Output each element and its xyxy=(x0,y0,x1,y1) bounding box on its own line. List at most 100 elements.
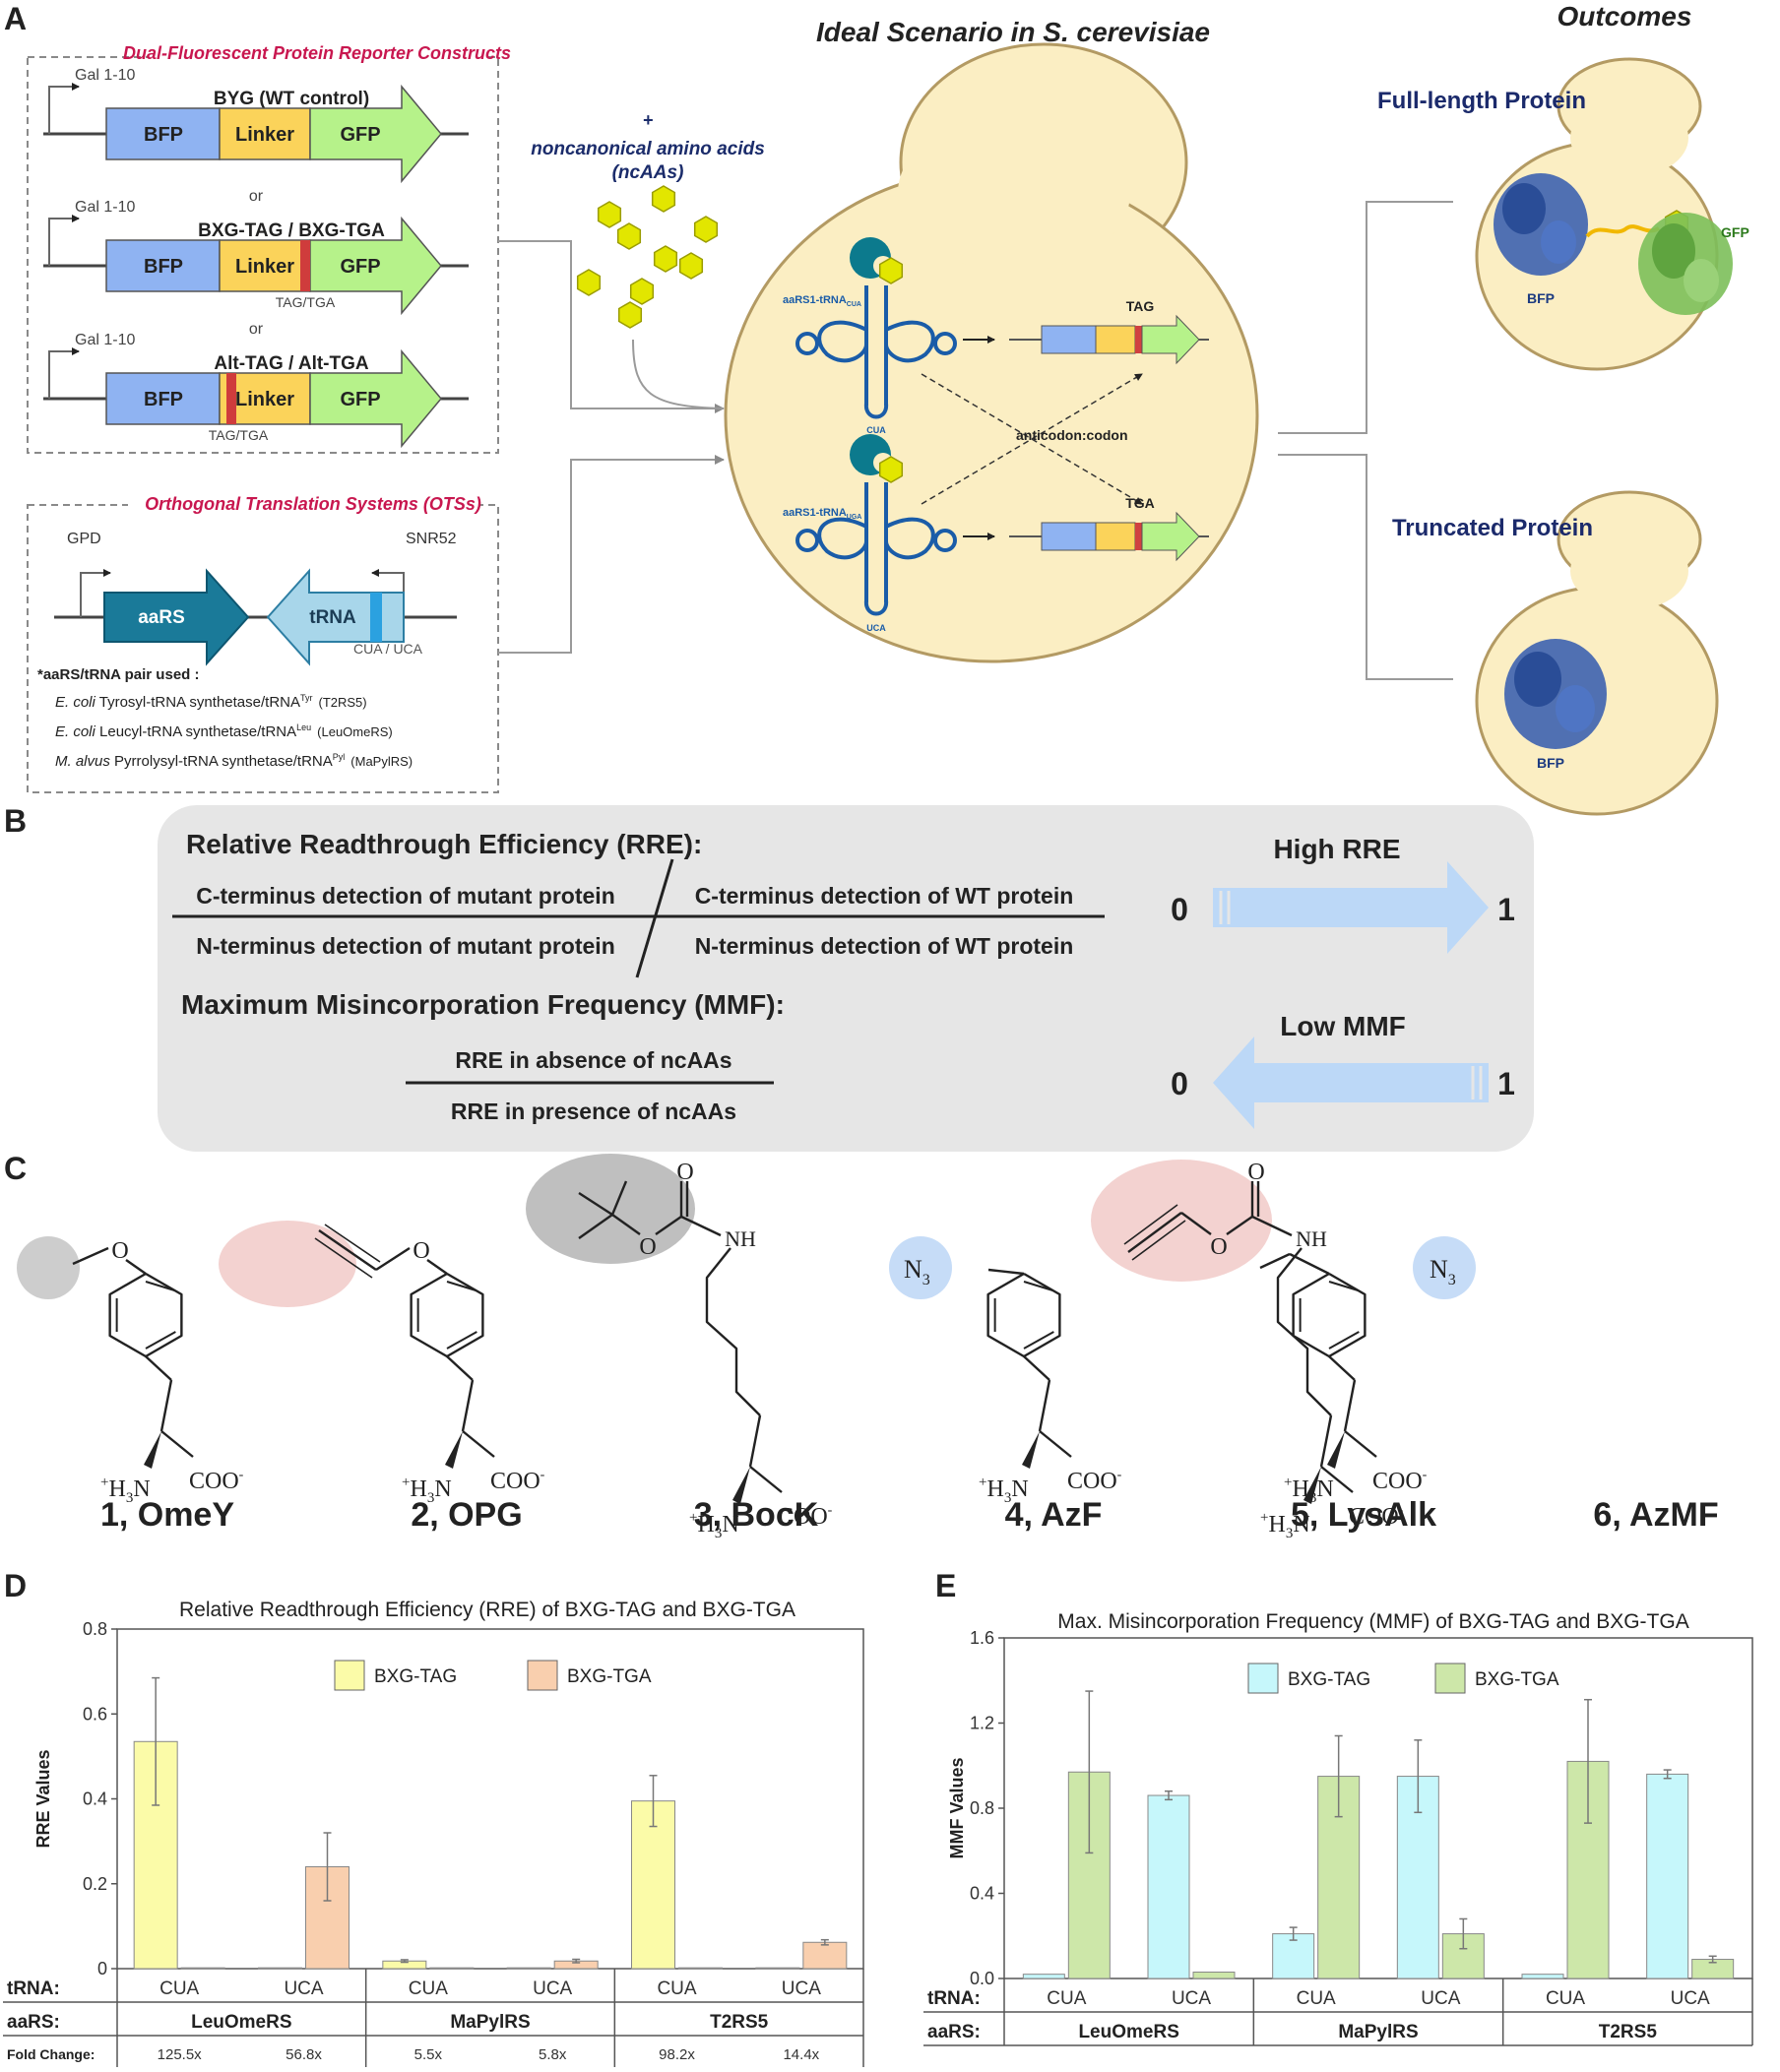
aars-cell: T2RS5 xyxy=(1599,2022,1658,2042)
nh-label: NH xyxy=(725,1226,756,1251)
carboxylate-group: COO- xyxy=(1349,1503,1404,1530)
aars-cell: LeuOmeRS xyxy=(191,2012,291,2033)
y-tick-label: 0 xyxy=(97,1959,107,1978)
linker-label: Linker xyxy=(235,389,294,410)
compound-label: 4, AzF xyxy=(1005,1496,1103,1534)
amine-group: +H3N xyxy=(1260,1510,1310,1541)
plot-frame xyxy=(1003,1637,1753,1979)
outcome-truncated-title: Truncated Protein xyxy=(1392,515,1593,541)
aars-gene-label: aaRS xyxy=(138,607,185,628)
bfp-segment xyxy=(105,107,221,160)
y-tick-label: 0.2 xyxy=(83,1874,107,1894)
low-mmf-label: Low MMF xyxy=(1280,1011,1406,1041)
promoter-label: Gal 1-10 xyxy=(75,67,135,84)
gfp-segment xyxy=(309,84,442,184)
y-tick-label: 0.4 xyxy=(83,1789,107,1809)
bfp-segment xyxy=(105,239,221,292)
gfp-label: GFP xyxy=(340,389,380,410)
fold-cell: 98.2x xyxy=(659,2046,695,2063)
legend-swatch xyxy=(527,1660,558,1691)
reporter-constructs-box: Dual-Fluorescent Protein Reporter Constr… xyxy=(27,39,511,454)
trna-cell: CUA xyxy=(159,1978,199,1999)
carbonyl-oxygen: O xyxy=(676,1160,693,1185)
carboxylate-group: COO- xyxy=(189,1468,244,1494)
carboxylate-group: COO- xyxy=(1372,1468,1428,1494)
bar-bxg-tga xyxy=(1317,1776,1361,1979)
rre-scale-max: 1 xyxy=(1497,892,1515,927)
ester-oxygen: O xyxy=(639,1234,656,1260)
ester-oxygen: O xyxy=(1210,1234,1227,1260)
stop-codon-label: TAG/TGA xyxy=(209,427,269,443)
anticodon-codon-label: anticodon:codon xyxy=(1016,427,1128,443)
outcomes-title: Outcomes xyxy=(1558,1,1692,31)
y-tick-label: 0.8 xyxy=(970,1798,994,1818)
bar-bxg-tag xyxy=(631,1800,675,1970)
high-rre-label: High RRE xyxy=(1273,834,1400,864)
bar-bxg-tag xyxy=(506,1967,551,1970)
rre-denominator-left: N-terminus detection of mutant protein xyxy=(196,933,615,959)
bfp-segment xyxy=(105,372,221,425)
trna-cell: UCA xyxy=(533,1978,572,1999)
bfp-label: BFP xyxy=(144,256,183,278)
compound-label: 6, AzMF xyxy=(1593,1496,1718,1534)
trna-cell: UCA xyxy=(284,1978,323,1999)
fold-cell: 125.5x xyxy=(158,2046,203,2063)
azide-label: N3 xyxy=(904,1255,930,1288)
outcome-connector xyxy=(1278,201,1453,680)
oxygen-label: O xyxy=(413,1238,429,1264)
bar-bxg-tga xyxy=(180,1967,225,1970)
legend-swatch xyxy=(1434,1663,1466,1694)
carboxylate-group: COO- xyxy=(490,1468,545,1494)
mmf-scale-min: 0 xyxy=(1171,1066,1188,1101)
carboxylate-group: COO- xyxy=(1067,1468,1122,1494)
compound-label: 5, LysAlk xyxy=(1291,1496,1436,1534)
trna-cell: UCA xyxy=(782,1978,821,1999)
or-label: or xyxy=(249,321,264,338)
carboxylate-group: COO- xyxy=(778,1503,833,1530)
trna-cell: UCA xyxy=(1421,1988,1460,2009)
gfp-segment xyxy=(309,216,442,316)
construct-name: BYG (WT control) xyxy=(214,89,369,109)
outcome-truncated-bfp-label: BFP xyxy=(1537,755,1564,771)
anticodon-region xyxy=(370,593,382,642)
chart-title: Relative Readthrough Efficiency (RRE) of… xyxy=(179,1599,795,1621)
trna-row-label: tRNA: xyxy=(927,1988,981,2009)
mmf-chart: Max. Misincorporation Frequency (MMF) of… xyxy=(923,1610,1753,2046)
chart-title: Max. Misincorporation Frequency (MMF) of… xyxy=(1057,1610,1688,1633)
bfp-label: BFP xyxy=(144,124,183,146)
anticodon-codon-cross: anticodon:codon xyxy=(921,373,1143,505)
compound-label: 1, OmeY xyxy=(100,1496,234,1534)
ncaa-plus: + xyxy=(643,110,654,130)
nh-label: NH xyxy=(1296,1226,1327,1251)
fold-row-label: Fold Change: xyxy=(7,2046,95,2062)
ncaa-label-line1: noncanonical amino acids xyxy=(531,139,765,159)
trna-top: aaRS1-tRNACUA CUA xyxy=(783,237,957,435)
amine-group: +H3N xyxy=(689,1510,739,1541)
rre-scale-min: 0 xyxy=(1171,892,1188,927)
aars-row-label: aaRS: xyxy=(7,2012,60,2033)
mmf-title: Maximum Misincorporation Frequency (MMF)… xyxy=(181,989,785,1020)
gfp-segment xyxy=(309,348,442,449)
compound-label: 3, BocK xyxy=(694,1496,819,1534)
outcome-full-length: Full-length Protein BFP GFP xyxy=(1377,57,1749,371)
legend-swatch xyxy=(1247,1663,1279,1694)
mmf-scale-max: 1 xyxy=(1497,1066,1515,1101)
amine-group: +H3N xyxy=(979,1475,1029,1506)
legend-label: BXG-TAG xyxy=(1288,1669,1370,1690)
trna-cell: CUA xyxy=(409,1978,448,1999)
fold-cell: 56.8x xyxy=(286,2046,322,2063)
rre-numerator-left: C-terminus detection of mutant protein xyxy=(196,883,615,909)
connector-constructs xyxy=(498,240,725,413)
compound-3: NH +H3N COO- O O 3, BocK xyxy=(526,1154,833,1541)
y-tick-label: 1.2 xyxy=(970,1714,994,1733)
trna-cell: UCA xyxy=(1172,1988,1211,2009)
bar-bxg-tag xyxy=(1022,1974,1065,1979)
bar-bxg-tga xyxy=(429,1967,475,1970)
ncaa-label-line2: (ncAAs) xyxy=(612,162,684,183)
compound-label: 2, OPG xyxy=(411,1496,522,1534)
ncaa-hexagons xyxy=(576,185,719,329)
codon-top-label: TAG xyxy=(1126,298,1155,314)
trna-row-label: tRNA: xyxy=(7,1978,60,1999)
